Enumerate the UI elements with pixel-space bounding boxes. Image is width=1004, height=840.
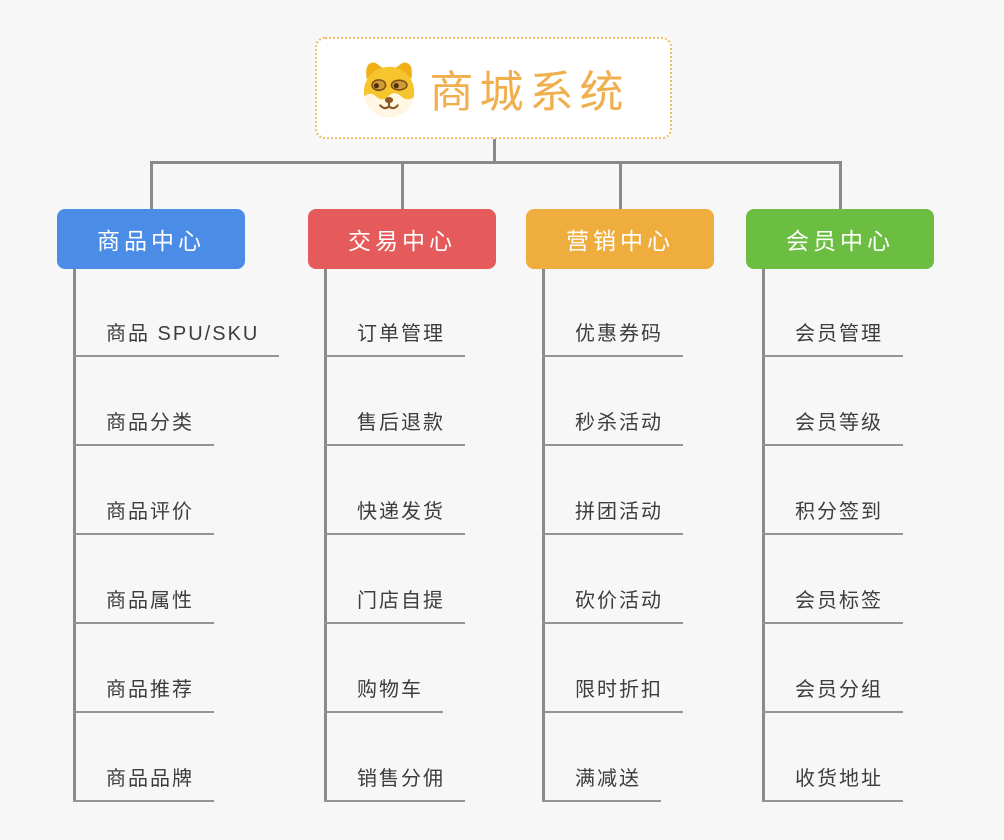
leaf-node[interactable]: 商品属性: [73, 588, 214, 624]
root-title: 商城系统: [429, 68, 630, 117]
leaf-node[interactable]: 收货地址: [762, 766, 903, 802]
leaf-node[interactable]: 满减送: [542, 766, 661, 802]
leaf-node[interactable]: 会员分组: [762, 677, 903, 713]
leaf-node[interactable]: 商品 SPU/SKU: [73, 321, 280, 357]
connector-branch-line: [542, 269, 545, 802]
leaf-node[interactable]: 积分签到: [762, 499, 903, 535]
leaf-node[interactable]: 会员管理: [762, 321, 903, 357]
leaf-node[interactable]: 拼团活动: [542, 499, 683, 535]
branch-trade-center[interactable]: 交易中心: [308, 209, 496, 269]
branch-product-center[interactable]: 商品中心: [57, 209, 245, 269]
connector-drop-trade: [401, 161, 404, 210]
leaf-node[interactable]: 售后退款: [324, 410, 465, 446]
connector-horizontal-bar: [150, 161, 842, 164]
leaf-node[interactable]: 购物车: [324, 677, 443, 713]
leaf-node[interactable]: 订单管理: [324, 321, 465, 357]
connector-branch-line: [324, 269, 327, 802]
connector-root-drop: [493, 139, 496, 163]
leaf-node[interactable]: 会员等级: [762, 410, 903, 446]
leaf-node[interactable]: 商品分类: [73, 410, 214, 446]
leaf-node[interactable]: 快递发货: [324, 499, 465, 535]
root-node[interactable]: 商城系统: [315, 37, 672, 139]
branch-marketing-center[interactable]: 营销中心: [526, 209, 714, 269]
connector-branch-line: [73, 269, 76, 802]
leaf-node[interactable]: 会员标签: [762, 588, 903, 624]
connector-drop-marketing: [619, 161, 622, 210]
connector-drop-member: [839, 161, 842, 210]
branch-member-center[interactable]: 会员中心: [746, 209, 934, 269]
connector-branch-line: [762, 269, 765, 802]
leaf-node[interactable]: 限时折扣: [542, 677, 683, 713]
leaf-node[interactable]: 秒杀活动: [542, 410, 683, 446]
leaf-node[interactable]: 门店自提: [324, 588, 465, 624]
leaf-node[interactable]: 商品推荐: [73, 677, 214, 713]
doge-icon: [363, 62, 414, 118]
leaf-node[interactable]: 销售分佣: [324, 766, 465, 802]
leaf-node[interactable]: 砍价活动: [542, 588, 683, 624]
leaf-node[interactable]: 商品评价: [73, 499, 214, 535]
leaf-node[interactable]: 优惠券码: [542, 321, 683, 357]
leaf-node[interactable]: 商品品牌: [73, 766, 214, 802]
connector-drop-product: [150, 161, 153, 210]
